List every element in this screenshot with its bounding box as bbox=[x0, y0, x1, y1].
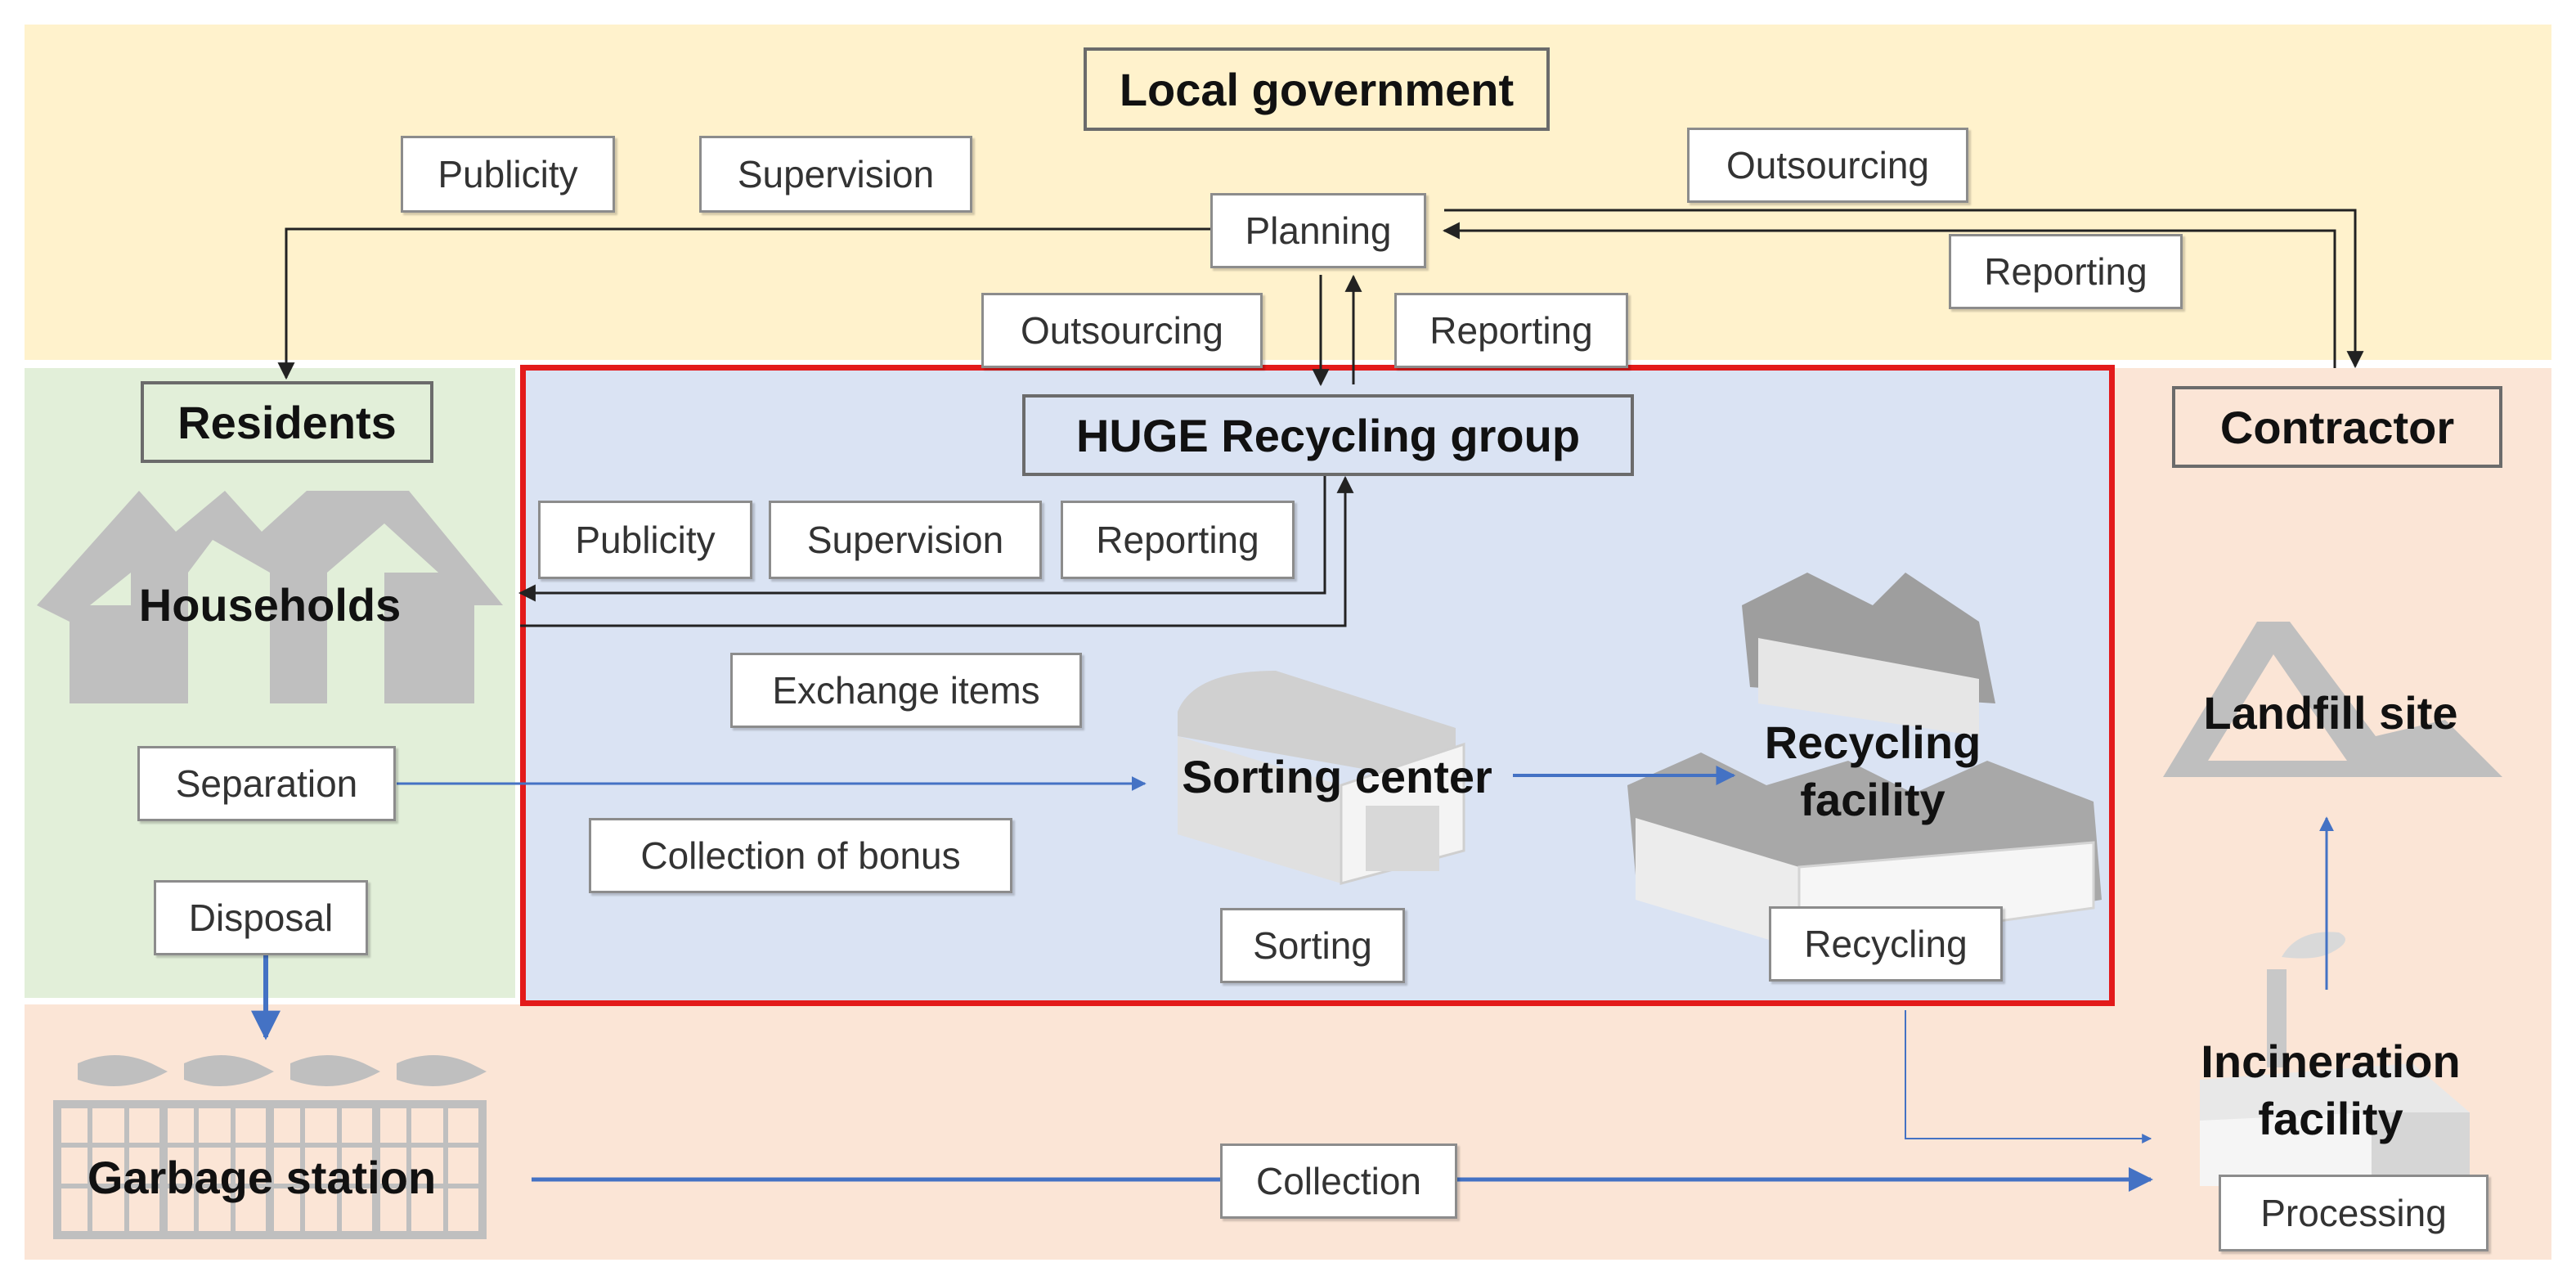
residents-title: Residents bbox=[141, 381, 433, 463]
incinerator-icon bbox=[2200, 932, 2470, 1186]
processing-label: Processing bbox=[2219, 1175, 2488, 1251]
reporting-contractor-label: Reporting bbox=[1949, 234, 2183, 309]
group-reporting-label: Reporting bbox=[1061, 501, 1295, 579]
planning-label: Planning bbox=[1210, 193, 1426, 268]
households-name: Households bbox=[138, 579, 402, 631]
separation-label: Separation bbox=[137, 746, 396, 821]
recycling-label: Recycling bbox=[1769, 906, 2003, 982]
recycling-facility-name-line2: facility bbox=[1800, 774, 1945, 825]
landfill-site-name: Landfill site bbox=[2203, 687, 2458, 739]
gov-outsourcing-contractor-label: Outsourcing bbox=[1687, 128, 1968, 203]
sorting-center-name: Sorting center bbox=[1182, 751, 1492, 802]
sorting-label: Sorting bbox=[1220, 908, 1405, 983]
group-publicity-label: Publicity bbox=[538, 501, 752, 579]
incineration-facility-name-line2: facility bbox=[2258, 1093, 2403, 1144]
disposal-label: Disposal bbox=[154, 880, 368, 955]
garbage-station-name: Garbage station bbox=[87, 1152, 437, 1203]
admin-arrows bbox=[277, 209, 2364, 627]
factory-icon bbox=[1627, 556, 2102, 950]
incineration-facility-name-line1: Incineration bbox=[2201, 1036, 2461, 1087]
gov-publicity-label: Publicity bbox=[401, 136, 615, 213]
collection-label: Collection bbox=[1220, 1143, 1457, 1219]
landfill-mountain-icon bbox=[2163, 622, 2502, 777]
reporting-group-label: Reporting bbox=[1394, 293, 1628, 368]
contractor-title: Contractor bbox=[2172, 386, 2502, 468]
houses-icon bbox=[37, 491, 503, 703]
recycling-group-title: HUGE Recycling group bbox=[1022, 394, 1634, 476]
outsourcing-group-label: Outsourcing bbox=[981, 293, 1263, 368]
recycling-facility-name-line1: Recycling bbox=[1764, 717, 1981, 768]
warehouse-icon bbox=[1178, 671, 1465, 885]
local-government-title: Local government bbox=[1084, 47, 1550, 131]
exchange-items-label: Exchange items bbox=[730, 653, 1082, 728]
gov-supervision-label: Supervision bbox=[699, 136, 972, 213]
collection-of-bonus-label: Collection of bonus bbox=[589, 818, 1012, 893]
garbage-baskets-icon bbox=[53, 1055, 487, 1239]
group-supervision-label: Supervision bbox=[769, 501, 1042, 579]
